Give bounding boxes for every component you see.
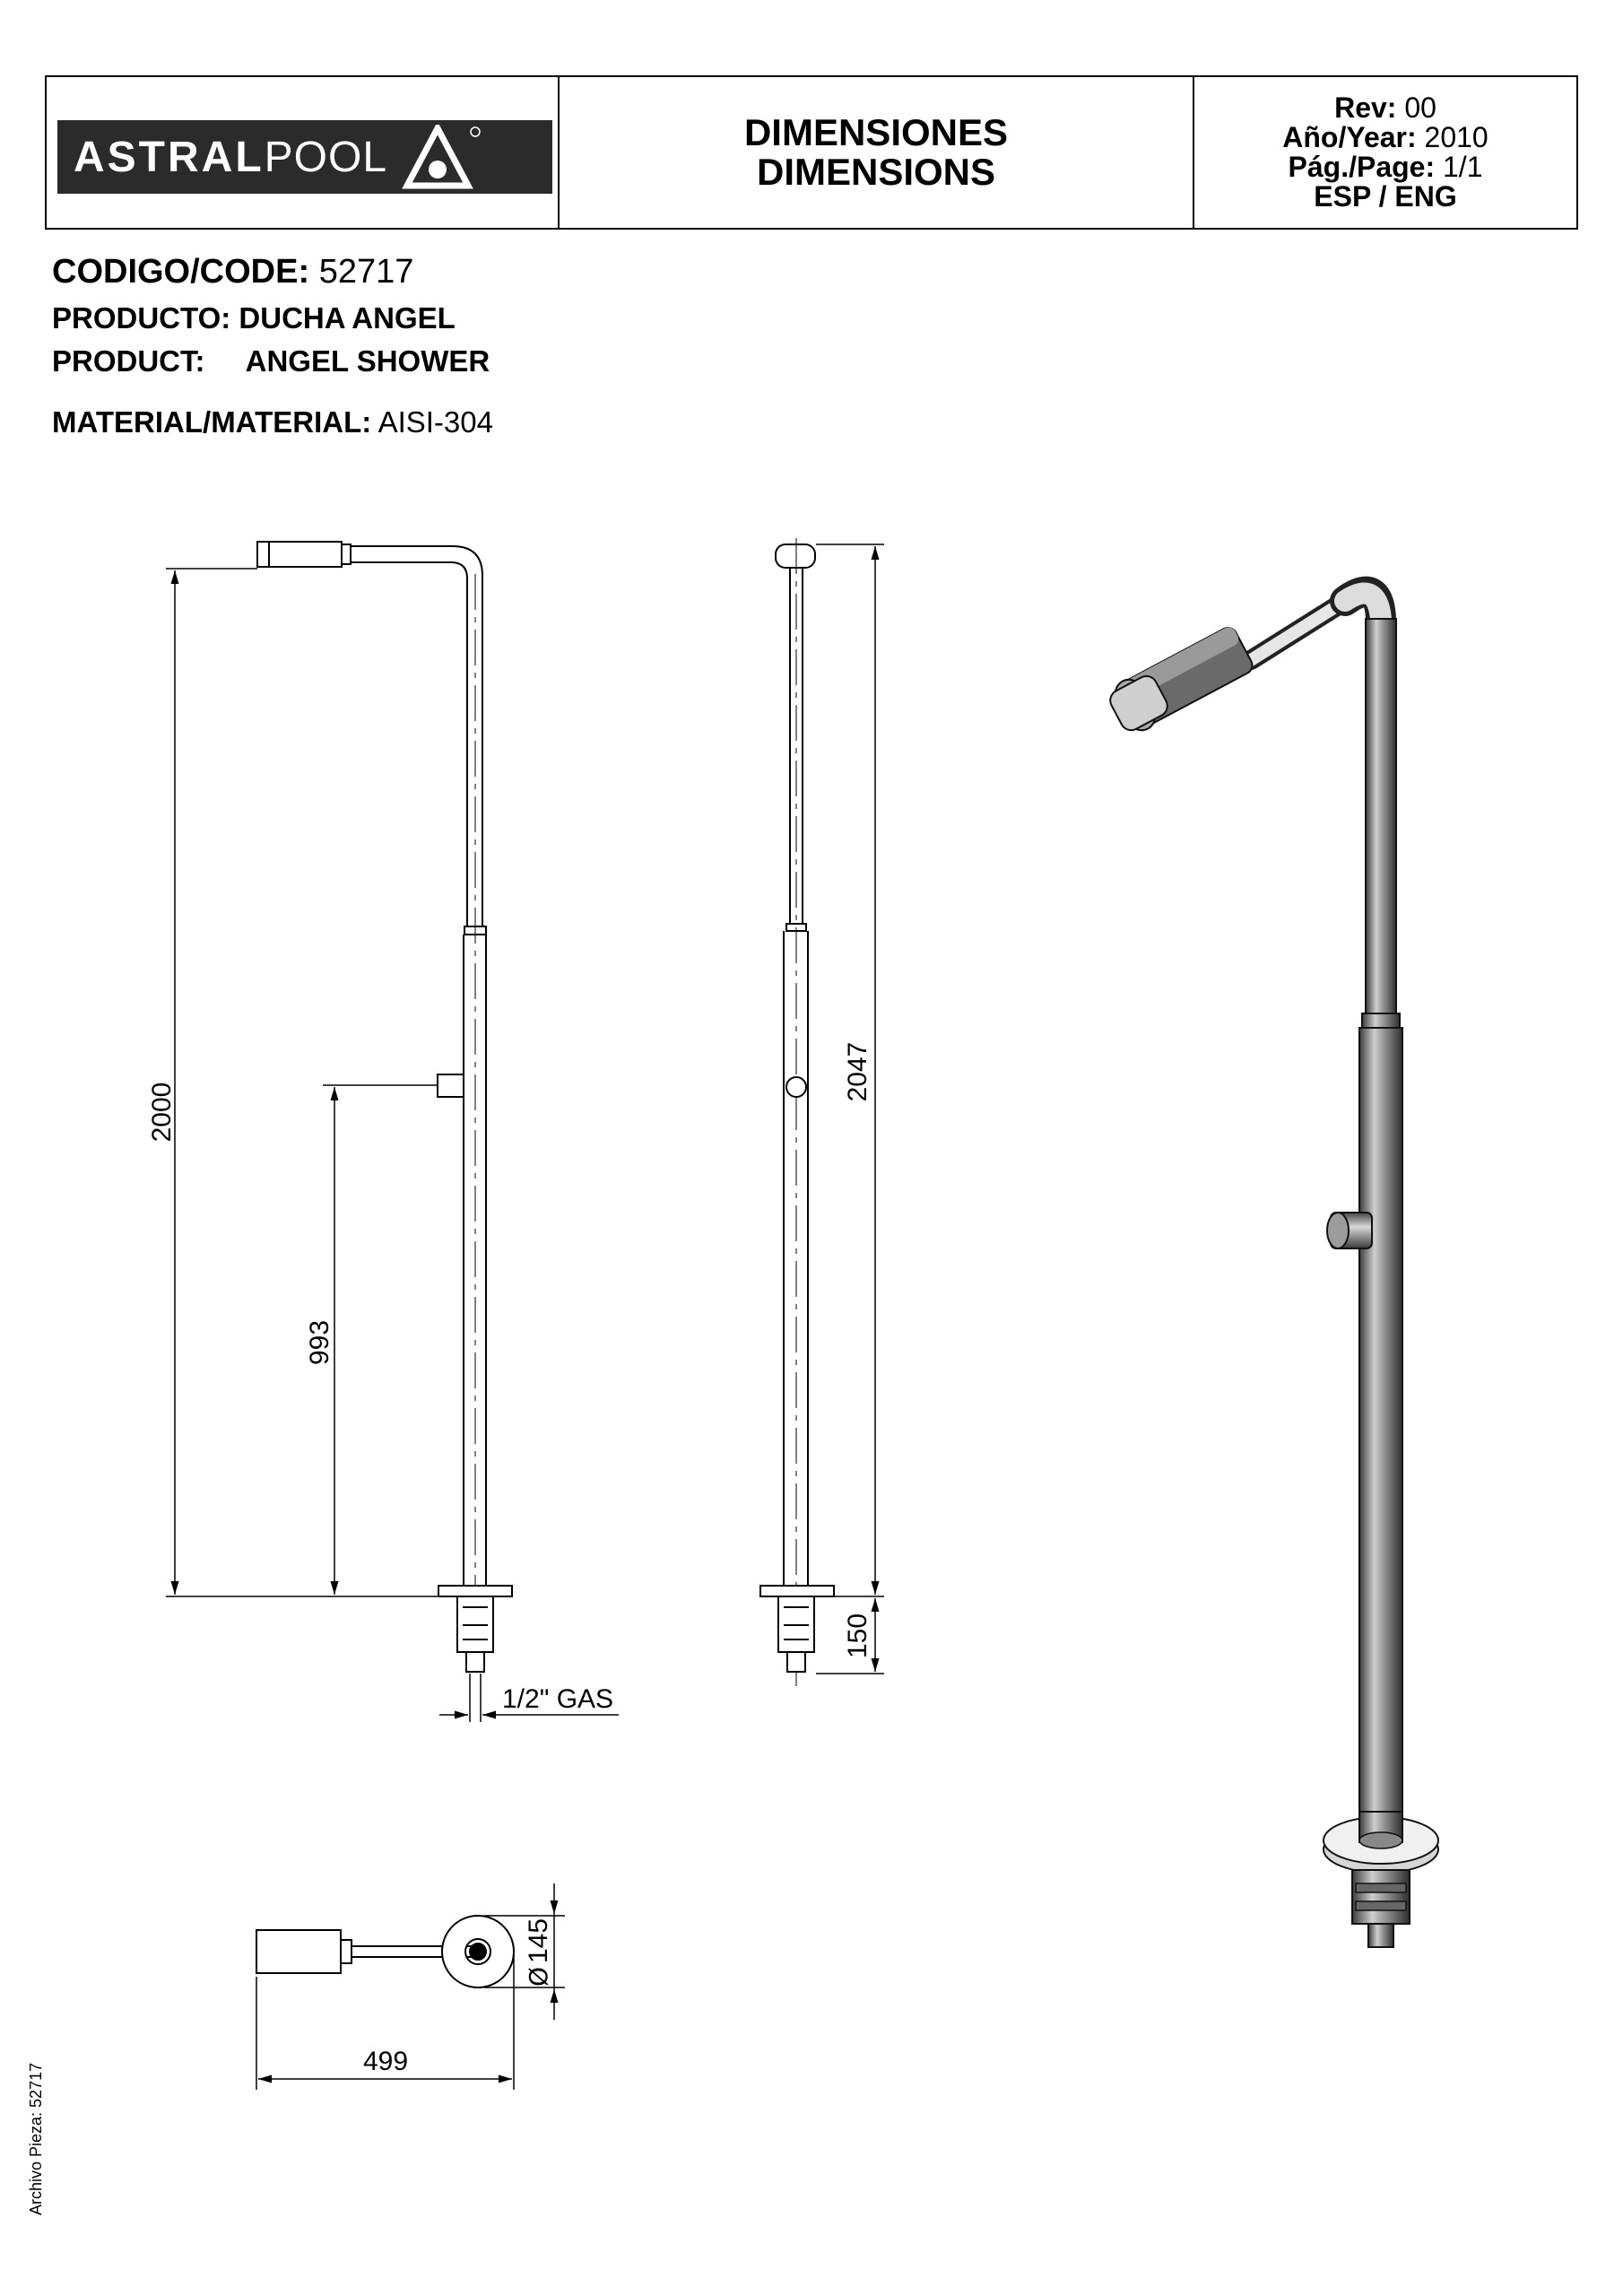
dim-height-side: 2047 — [843, 1042, 872, 1102]
dim-thread: 1/2" GAS — [502, 1684, 613, 1714]
astralpool-logo: ASTRALPOOL — [57, 120, 552, 194]
dim-base-diameter: 145 — [524, 1918, 553, 1963]
front-view — [256, 541, 513, 1673]
diameter-symbol: Ø — [524, 1967, 553, 1987]
file-reference: Archivo Pieza: 52717 — [27, 2062, 45, 2215]
language-line: ESP / ENG — [1314, 180, 1457, 213]
side-view — [759, 538, 835, 1686]
dim-base-diameter-group: Ø 145 — [524, 1918, 553, 1987]
product-es-label: PRODUCTO: — [52, 301, 231, 335]
dim-base-depth: 150 — [843, 1613, 872, 1658]
logo-text: ASTRALPOOL — [74, 133, 388, 181]
top-view — [256, 1915, 515, 1988]
revision-line: Rev: 00 — [1334, 91, 1436, 124]
title-english: DIMENSIONS — [756, 151, 996, 193]
revision-cell: Rev: 00 Año/Year: 2010 Pág./Page: 1/1 ES… — [1194, 77, 1576, 228]
title-spanish: DIMENSIONES — [743, 111, 1009, 153]
material-label: MATERIAL/MATERIAL: — [52, 405, 372, 439]
isometric-render — [1109, 576, 1439, 1948]
dim-height-valve: 993 — [305, 1320, 334, 1365]
code-value: 52717 — [318, 253, 414, 291]
product-english-line: PRODUCT: ANGEL SHOWER — [52, 344, 490, 378]
dim-arm-length: 499 — [363, 2047, 408, 2076]
product-en-value: ANGEL SHOWER — [245, 344, 490, 378]
product-es-value: DUCHA ANGEL — [239, 301, 456, 335]
code-line: CODIGO/CODE: 52717 — [52, 253, 413, 291]
dim-height-total: 2000 — [147, 1083, 177, 1143]
side-dimensions — [816, 544, 884, 1674]
material-value: AISI-304 — [378, 405, 493, 439]
top-dimensions — [256, 1883, 565, 2090]
product-spanish-line: PRODUCTO: DUCHA ANGEL — [52, 301, 456, 335]
title-cell: DIMENSIONES DIMENSIONS — [560, 77, 1194, 228]
logo-triangle-icon — [402, 125, 481, 189]
front-dimensions — [166, 568, 619, 1722]
year-line: Año/Year: 2010 — [1282, 121, 1488, 153]
page-line: Pág./Page: 1/1 — [1288, 151, 1483, 183]
material-line: MATERIAL/MATERIAL: AISI-304 — [52, 405, 493, 439]
title-block: ASTRALPOOL DIMENSIONES DIMENSIONS Rev: 0… — [45, 75, 1578, 230]
code-label: CODIGO/CODE: — [52, 253, 310, 291]
product-en-label: PRODUCT: — [52, 344, 205, 378]
logo-cell: ASTRALPOOL — [47, 77, 560, 228]
